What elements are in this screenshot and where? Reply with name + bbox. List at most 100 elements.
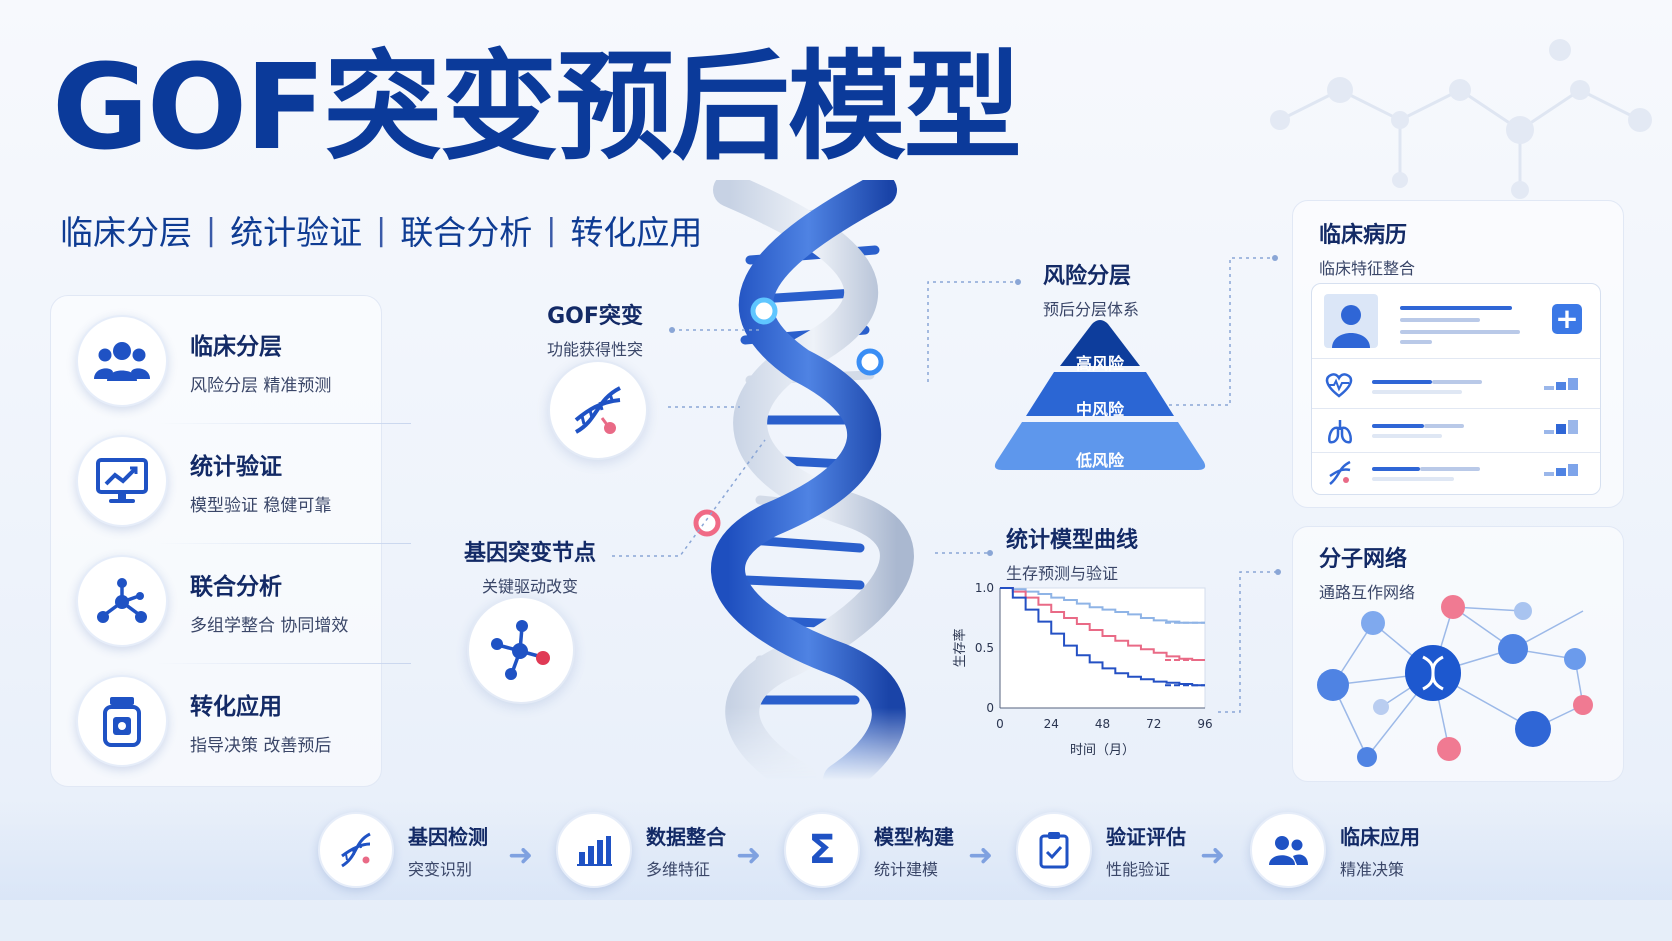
arrow-right-icon: ➜ — [508, 838, 534, 873]
subtitle-item: 联合分析 — [400, 213, 533, 252]
y-tick-label: 0 — [986, 701, 994, 715]
molecular-network-panel: 分子网络 通路互作网络 — [1292, 526, 1624, 782]
dna-icon — [318, 812, 394, 888]
feature-statistical-validation: 统计验证 模型验证 稳健可靠 — [76, 431, 371, 531]
feature-joint-analysis: 联合分析 多组学整合 协同增效 — [76, 551, 371, 651]
risk-high-label: 高风险 — [1075, 354, 1124, 373]
network-label: 分子网络 通路互作网络 — [1319, 541, 1415, 603]
pyramid-mid — [1026, 372, 1174, 416]
feature-title: 临床分层 — [190, 333, 282, 360]
network-sub: 通路互作网络 — [1319, 583, 1416, 602]
arrow-right-icon: ➜ — [1200, 838, 1226, 873]
subtitle-separator: | — [376, 212, 387, 248]
x-axis-label: 时间（月） — [1070, 743, 1135, 758]
clinical-label: 临床病历 临床特征整合 — [1319, 217, 1415, 279]
risk-low-label: 低风险 — [1075, 451, 1124, 470]
bar-chart-icon — [556, 812, 632, 888]
subtitle-item: 转化应用 — [570, 213, 703, 252]
page-subtitle: 临床分层 | 统计验证 | 联合分析 | 转化应用 — [60, 206, 702, 254]
feature-title: 联合分析 — [190, 573, 282, 600]
pyramid-low — [994, 422, 1206, 470]
arrow-right-icon: ➜ — [736, 838, 762, 873]
risk-pyramid — [994, 320, 1206, 470]
medicine-bottle-icon — [76, 675, 168, 767]
heart-rate-icon — [1324, 372, 1354, 402]
x-tick-label: 0 — [996, 717, 1004, 731]
workflow-bar: 基因检测 突变识别 ➜ 数据整合 多维特征 ➜ Σ 模型构建 统计建模 ➜ 验证… — [0, 800, 1672, 900]
network-graph — [1317, 595, 1593, 767]
people-icon — [1250, 812, 1326, 888]
divider — [156, 663, 411, 664]
feature-title: 转化应用 — [190, 693, 282, 720]
arrow-right-icon: ➜ — [968, 838, 994, 873]
feature-sub: 风险分层 精准预测 — [190, 375, 332, 396]
network-title: 分子网络 — [1319, 547, 1408, 572]
molecule-node-icon — [467, 596, 575, 704]
x-tick-label: 96 — [1197, 717, 1212, 731]
pyramid-high — [1060, 320, 1140, 366]
y-axis-label: 生存率 — [952, 628, 968, 667]
flow-sub: 统计建模 — [874, 859, 939, 879]
molecule-icon — [76, 555, 168, 647]
flow-sub: 突变识别 — [408, 859, 473, 879]
risk-sub: 预后分层体系 — [1043, 300, 1140, 319]
feature-sub: 多组学整合 协同增效 — [190, 615, 349, 636]
feature-sub: 指导决策 改善预后 — [190, 735, 332, 756]
flow-sub: 多维特征 — [646, 859, 711, 879]
clinical-records-panel: 临床病历 临床特征整合 + — [1292, 200, 1624, 508]
patient-avatar-icon — [1324, 294, 1378, 348]
feature-title: 统计验证 — [190, 453, 282, 480]
survival-curve-0 — [1000, 587, 1205, 624]
feature-sub: 模型验证 稳健可靠 — [190, 495, 332, 516]
page-title: GOF突变预后模型 — [52, 38, 1022, 176]
divider — [156, 543, 411, 544]
mini-bars — [1544, 462, 1586, 482]
x-tick-label: 48 — [1095, 717, 1110, 731]
subtitle-item: 统计验证 — [230, 213, 363, 252]
sigma-icon: Σ — [784, 812, 860, 888]
feature-clinical-stratification: 临床分层 风险分层 精准预测 — [76, 311, 371, 411]
clinical-title: 临床病历 — [1319, 223, 1408, 248]
x-tick-label: 72 — [1146, 717, 1161, 731]
flow-step-data-integration: 数据整合 多维特征 — [556, 812, 726, 888]
y-tick-label: 0.5 — [975, 641, 994, 655]
gof-title: GOF突变 — [547, 304, 643, 329]
risk-title: 风险分层 — [1043, 264, 1132, 289]
background-molecule-decoration — [1270, 39, 1652, 199]
subtitle-item: 临床分层 — [60, 213, 192, 252]
mini-bars — [1544, 376, 1586, 396]
patient-record-card: + — [1311, 283, 1601, 495]
flow-title: 基因检测 — [408, 824, 488, 849]
survival-chart: 0 0.5 1.0 0 24 48 72 96 时间（月） 生存率 — [952, 581, 1213, 758]
chart-subtitle: 生存预测与验证 — [1006, 564, 1119, 583]
subtitle-separator: | — [546, 212, 557, 248]
mutation-node-label: 基因突变节点 关键驱动改变 — [455, 535, 605, 597]
chart-title: 统计模型曲线 — [1006, 528, 1139, 553]
mini-bars — [1544, 420, 1586, 440]
lungs-icon — [1326, 418, 1354, 448]
survival-curve-1 — [1000, 587, 1205, 661]
risk-label: 风险分层 预后分层体系 — [1043, 258, 1139, 320]
chart-label: 统计模型曲线 生存预测与验证 — [1006, 522, 1138, 584]
flow-title: 验证评估 — [1106, 824, 1186, 849]
flow-step-gene-testing: 基因检测 突变识别 — [318, 812, 488, 888]
mutation-node-sub: 关键驱动改变 — [481, 577, 578, 596]
mutation-node-title: 基因突变节点 — [463, 541, 596, 566]
flow-title: 临床应用 — [1340, 824, 1420, 849]
y-tick-label: 1.0 — [975, 581, 994, 595]
flow-title: 数据整合 — [646, 824, 726, 849]
flow-title: 模型构建 — [874, 824, 954, 849]
subtitle-separator: | — [206, 212, 217, 248]
flow-sub: 性能验证 — [1106, 859, 1171, 879]
plot-area — [999, 587, 1206, 709]
clinical-sub: 临床特征整合 — [1319, 259, 1416, 278]
x-tick-label: 24 — [1044, 717, 1059, 731]
flow-step-clinical-application: 临床应用 精准决策 — [1250, 812, 1420, 888]
dna-helix — [693, 180, 914, 780]
clipboard-check-icon — [1016, 812, 1092, 888]
left-feature-panel: 临床分层 风险分层 精准预测 统计验证 模型验证 稳健可靠 — [50, 295, 411, 787]
gof-label: GOF突变 功能获得性突变 — [540, 298, 650, 384]
flow-step-model-building: Σ 模型构建 统计建模 — [784, 812, 954, 888]
dna-small-icon — [1326, 460, 1354, 490]
